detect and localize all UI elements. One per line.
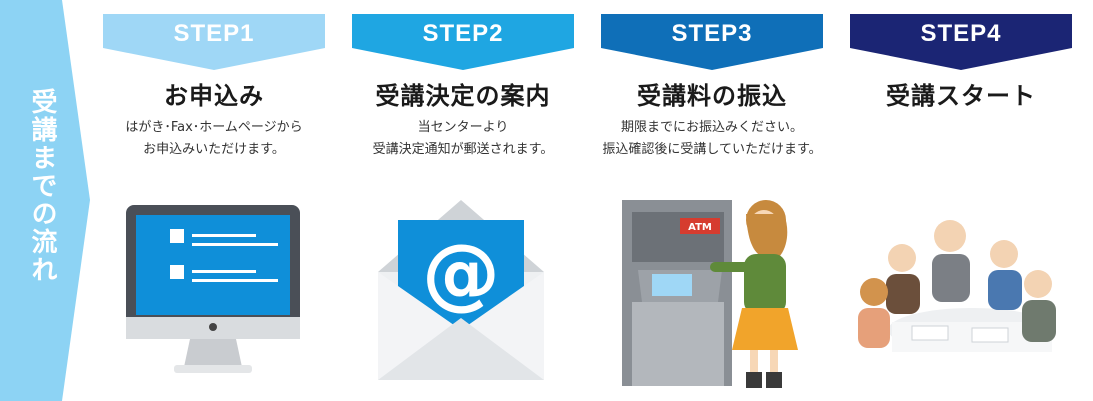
atm-sign-text: ATM [688, 222, 712, 233]
sidebar-arrow-shape [0, 0, 90, 401]
step-2-banner: STEP2 [352, 14, 574, 72]
step-3-title: 受講料の振込 [637, 82, 787, 110]
step-3-label: STEP3 [671, 20, 753, 47]
step-2-desc-line-1: 当センターより [417, 120, 509, 135]
meeting-people-icon [858, 220, 1056, 352]
step-3: STEP3 受講料の振込 期限までにお振込みください。 振込確認後に受講していた… [601, 14, 823, 161]
step-4-title: 受講スタート [886, 82, 1036, 110]
step-4-banner: STEP4 [850, 14, 1072, 72]
step-1: STEP1 お申込み はがき･Fax･ホームページから お申込みいただけます。 [103, 14, 325, 161]
step-1-banner: STEP1 [103, 14, 325, 72]
step-2-desc-line-2: 受講決定通知が郵送されます。 [372, 142, 554, 157]
process-flow-sidebar: 受講までの流れ [0, 0, 92, 401]
step-2: STEP2 受講決定の案内 当センターより 受講決定通知が郵送されます。 [352, 14, 574, 161]
step-3-banner: STEP3 [601, 14, 823, 72]
sidebar-label: 受講までの流れ [27, 88, 57, 284]
step-2-label: STEP2 [422, 20, 504, 47]
step-1-label: STEP1 [173, 20, 255, 47]
step-3-desc-line-2: 振込確認後に受講していただけます。 [602, 142, 822, 157]
step-3-desc-line-1: 期限までにお振込みください。 [620, 120, 803, 135]
email-envelope-icon: @ [378, 200, 544, 380]
step-2-title: 受講決定の案内 [375, 82, 551, 110]
computer-monitor-icon [126, 205, 300, 373]
atm-woman-icon: ATM [622, 200, 798, 388]
step-4: STEP4 受講スタート [850, 14, 1072, 111]
step-4-label: STEP4 [920, 20, 1002, 47]
step-1-description: はがき･Fax･ホームページから お申込みいただけます。 [103, 117, 325, 161]
step-1-desc-line-2: お申込みいただけます。 [143, 142, 285, 157]
step-2-description: 当センターより 受講決定通知が郵送されます。 [352, 117, 574, 161]
step-1-desc-line-1: はがき･Fax･ホームページから [125, 120, 303, 135]
svg-text:@: @ [422, 229, 500, 319]
step-1-title: お申込み [164, 82, 264, 110]
step-3-description: 期限までにお振込みください。 振込確認後に受講していただけます。 [601, 117, 823, 161]
